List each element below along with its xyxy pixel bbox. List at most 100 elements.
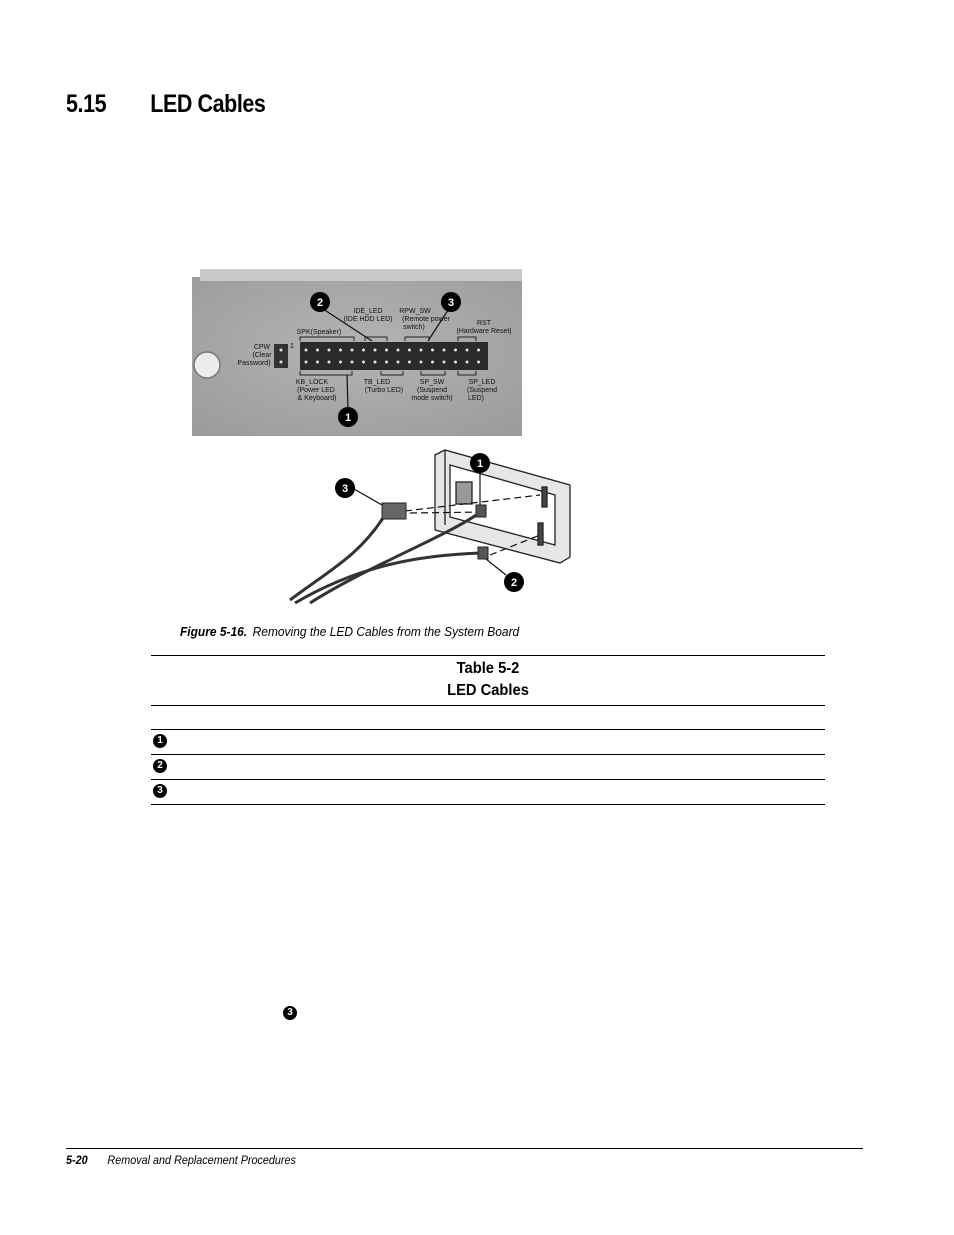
callout-badge: 3 <box>153 784 167 798</box>
header-pin <box>385 348 388 352</box>
header-pin <box>477 348 480 352</box>
cpw-label-1: CPW <box>254 344 271 351</box>
board-callout-1: 1 <box>338 407 358 427</box>
header-pin <box>316 348 319 352</box>
table-row: 1 <box>151 730 825 755</box>
figure-caption: Figure 5-16. Removing the LED Cables from… <box>180 624 519 639</box>
svg-text:2: 2 <box>511 577 517 589</box>
table-title: LED Cables <box>447 682 529 699</box>
connector-1 <box>475 504 487 518</box>
rst-label-2: (Hardware Reset) <box>456 328 511 335</box>
section-heading: LED Cables <box>150 90 266 118</box>
body-callout-badge: 3 <box>283 1006 297 1020</box>
cpw-header <box>274 344 288 368</box>
header-pin <box>408 348 411 352</box>
header-pin <box>350 348 354 352</box>
header-pin <box>442 348 446 352</box>
svg-text:3: 3 <box>448 297 454 309</box>
table-header-rule <box>151 705 825 706</box>
connector-2 <box>477 546 489 560</box>
front-panel-header <box>300 342 488 370</box>
header-pin <box>454 360 457 364</box>
section-title: 5.15 LED Cables <box>66 90 266 119</box>
sp-led-label-3: LED) <box>468 395 484 402</box>
header-pin <box>431 360 434 364</box>
header-pin <box>385 360 388 364</box>
system-board-figure: CPW (Clear Password) 1 SPK(Speaker) IDE_… <box>192 269 522 436</box>
callout-badge: 1 <box>153 734 167 748</box>
header-pin <box>442 360 446 364</box>
header-pin <box>373 360 377 364</box>
header-pin <box>304 348 308 352</box>
tb-label-2: (Turbo LED) <box>365 387 403 394</box>
spk-label: SPK(Speaker) <box>297 329 342 336</box>
cable-callout-3: 3 <box>335 478 355 498</box>
header-pin <box>419 348 423 352</box>
header-pin <box>327 348 331 352</box>
sp-sw-label-1: SP_SW <box>420 379 445 386</box>
rpw-label-2: (Remote power <box>402 316 451 323</box>
section-number: 5.15 <box>66 90 107 118</box>
mounting-hole <box>193 351 221 379</box>
header-pin <box>373 348 377 352</box>
svg-text:2: 2 <box>317 297 323 309</box>
kb-label-2: (Power LED <box>297 387 335 394</box>
callout-badge: 2 <box>153 759 167 773</box>
footer-rule <box>66 1148 863 1149</box>
tb-label-1: TB_LED <box>364 379 390 386</box>
header-pin <box>477 360 480 364</box>
header-pin <box>362 348 365 352</box>
header-pin <box>454 348 457 352</box>
table-column-rule <box>151 729 825 730</box>
board-callout-2: 2 <box>310 292 330 312</box>
sp-led-label-1: SP_LED <box>469 379 496 386</box>
rpw-label-1: RPW_SW <box>399 308 431 315</box>
header-pin <box>362 360 365 364</box>
table-number: Table 5-2 <box>456 660 520 677</box>
header-pin <box>339 360 342 364</box>
cpw-pin-label: 1 <box>290 343 294 350</box>
board-callout-3: 3 <box>441 292 461 312</box>
header-pin <box>465 360 469 364</box>
header-pin <box>396 360 400 364</box>
sp-sw-label-3: mode switch) <box>411 395 452 402</box>
figure-caption-text: Removing the LED Cables from the System … <box>252 624 520 639</box>
led-cable-table: Table 5-2 LED Cables 1 2 3 <box>151 655 825 805</box>
header-pin <box>465 348 469 352</box>
header-pin <box>396 348 400 352</box>
led-bracket <box>434 449 571 564</box>
table-column-header-row <box>151 706 825 729</box>
kb-label-1: KB_LOCK <box>296 379 329 386</box>
kb-label-3: & Keyboard) <box>298 395 337 402</box>
header-pin <box>327 360 331 364</box>
header-pin <box>350 360 354 364</box>
cpw-label-3: Password) <box>237 360 270 367</box>
svg-text:1: 1 <box>345 412 351 424</box>
svg-text:1: 1 <box>477 458 483 470</box>
sp-sw-label-2: (Suspend <box>417 387 447 394</box>
header-pin <box>408 360 411 364</box>
connector-3 <box>381 502 407 520</box>
figure-label: Figure 5-16. <box>180 624 248 639</box>
header-pin <box>316 360 319 364</box>
table-row: 3 <box>151 780 825 805</box>
cable-callout-1: 1 <box>470 453 490 473</box>
header-pin <box>419 360 423 364</box>
rpw-label-3: switch) <box>403 324 425 331</box>
header-pin <box>431 348 434 352</box>
rst-label-1: RST <box>477 320 492 327</box>
led-cable-figure: 1 2 3 <box>289 449 571 605</box>
chapter-title: Removal and Replacement Procedures <box>107 1153 296 1167</box>
table-row: 2 <box>151 755 825 780</box>
table-top-rule <box>151 655 825 656</box>
table-heading: Table 5-2 LED Cables <box>178 656 798 705</box>
ide-label-2: (IDE HDD LED) <box>343 316 392 323</box>
header-pin <box>304 360 308 364</box>
sp-led-label-2: (Suspend <box>467 387 497 394</box>
cpw-label-2: (Clear <box>252 352 272 359</box>
header-pin <box>339 348 342 352</box>
ide-label-1: IDE_LED <box>353 308 382 315</box>
svg-text:3: 3 <box>342 483 348 495</box>
cable-callout-2: 2 <box>504 572 524 592</box>
